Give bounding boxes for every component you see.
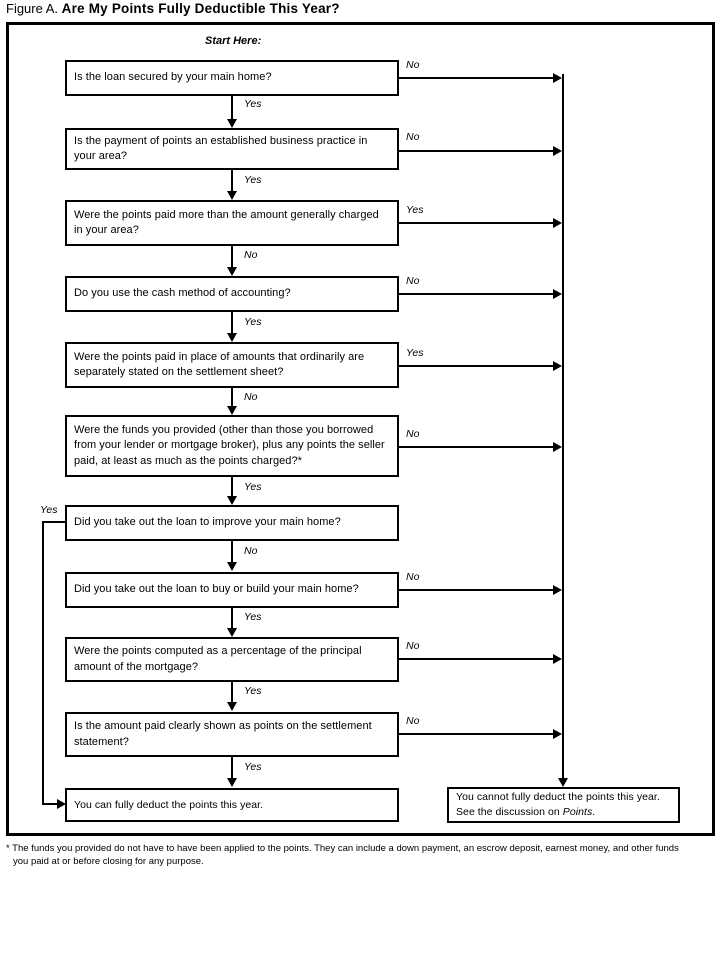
node-funds-provided-text: Were the funds you provided (other than … <box>74 423 385 467</box>
edge-q9-no-line <box>399 658 559 660</box>
edge-q1-q2-arrowhead <box>227 119 237 128</box>
edge-label-q4-yes: Yes <box>244 316 262 328</box>
edge-label-q9-yes: Yes <box>244 685 262 697</box>
edge-q3-yes-line <box>399 222 559 224</box>
edge-label-q2-yes: Yes <box>244 174 262 186</box>
node-loan-secured[interactable]: Is the loan secured by your main home? <box>65 60 399 96</box>
edge-q10-outcome-line <box>231 757 233 778</box>
edge-q5-q6-line <box>231 388 233 406</box>
edge-q9-q10-arrowhead <box>227 702 237 711</box>
edge-label-q8-no: No <box>406 571 420 583</box>
node-in-place-of-amounts-text: Were the points paid in place of amounts… <box>74 350 365 379</box>
edge-q7-yes-line-down <box>42 521 44 805</box>
edge-q2-q3-line <box>231 170 233 191</box>
node-points-percentage[interactable]: Were the points computed as a percentage… <box>65 637 399 682</box>
node-outcome-not-deductible-lead: You cannot fully deduct the points this … <box>456 791 660 818</box>
edge-label-q9-no: No <box>406 640 420 652</box>
node-loan-secured-text: Is the loan secured by your main home? <box>74 71 272 84</box>
node-loan-to-improve[interactable]: Did you take out the loan to improve you… <box>65 505 399 541</box>
edge-q3-q4-line <box>231 246 233 267</box>
edge-q8-no-arrowhead <box>553 585 562 595</box>
footnote-line-2: you paid at or before closing for any pu… <box>13 855 204 867</box>
edge-label-q2-no: No <box>406 131 420 143</box>
edge-q7-yes-arrowhead <box>57 799 66 809</box>
node-funds-provided[interactable]: Were the funds you provided (other than … <box>65 415 399 477</box>
node-loan-to-buy-or-build[interactable]: Did you take out the loan to buy or buil… <box>65 572 399 608</box>
edge-q10-outcome-arrowhead <box>227 778 237 787</box>
figure-number: Figure A. <box>6 1 59 16</box>
edge-label-q10-yes: Yes <box>244 761 262 773</box>
edge-q10-no-line <box>399 733 559 735</box>
node-outcome-deductible-text: You can fully deduct the points this yea… <box>74 798 264 811</box>
edge-label-q3-no: No <box>244 249 258 261</box>
edge-q5-yes-line <box>399 365 559 367</box>
edge-q7-q8-arrowhead <box>227 562 237 571</box>
node-outcome-not-deductible[interactable]: You cannot fully deduct the points this … <box>447 787 680 823</box>
edge-q1-q2-line <box>231 96 233 119</box>
edge-label-q5-no: No <box>244 391 258 403</box>
node-outcome-not-deductible-term: Points <box>562 806 593 818</box>
edge-label-q8-yes: Yes <box>244 611 262 623</box>
node-outcome-deductible[interactable]: You can fully deduct the points this yea… <box>65 788 399 822</box>
right-bus-line <box>562 74 564 779</box>
footnote: * The funds you provided do not have to … <box>6 843 716 868</box>
edge-label-q1-no: No <box>406 59 420 71</box>
edge-q7-yes-line-out <box>42 521 67 523</box>
edge-q1-no-line <box>399 77 559 79</box>
edge-q8-q9-line <box>231 608 233 628</box>
edge-q3-q4-arrowhead <box>227 267 237 276</box>
node-outcome-not-deductible-tail: . <box>592 806 596 818</box>
edge-label-q1-yes: Yes <box>244 98 262 110</box>
figure-title: Figure A. Are My Points Fully Deductible… <box>6 1 340 16</box>
node-amount-shown-as-points[interactable]: Is the amount paid clearly shown as poin… <box>65 712 399 757</box>
edge-q9-q10-line <box>231 682 233 702</box>
edge-q2-q3-arrowhead <box>227 191 237 200</box>
edge-q6-no-line <box>399 446 559 448</box>
edge-q4-q5-arrowhead <box>227 333 237 342</box>
edge-q7-q8-line <box>231 541 233 562</box>
edge-q5-yes-arrowhead <box>553 361 562 371</box>
edge-q10-no-arrowhead <box>553 729 562 739</box>
edge-label-q6-yes: Yes <box>244 481 262 493</box>
edge-label-q6-no: No <box>406 428 420 440</box>
node-loan-to-improve-text: Did you take out the loan to improve you… <box>74 516 341 529</box>
node-amount-shown-as-points-text: Is the amount paid clearly shown as poin… <box>74 720 372 748</box>
node-in-place-of-amounts[interactable]: Were the points paid in place of amounts… <box>65 342 399 388</box>
edge-label-q4-no: No <box>406 275 420 287</box>
node-outcome-not-deductible-text: You cannot fully deduct the points this … <box>456 790 671 820</box>
edge-q6-q7-arrowhead <box>227 496 237 505</box>
node-established-practice-text: Is the payment of points an established … <box>74 134 368 163</box>
footnote-line-1: * The funds you provided do not have to … <box>6 843 679 854</box>
node-points-percentage-text: Were the points computed as a percentage… <box>74 645 362 673</box>
edge-q1-no-arrowhead <box>553 73 562 83</box>
edge-q3-yes-arrowhead <box>553 218 562 228</box>
edge-q7-yes-line-in <box>42 803 62 805</box>
edge-label-q10-no: No <box>406 715 420 727</box>
edge-q2-no-arrowhead <box>553 146 562 156</box>
edge-q4-no-arrowhead <box>553 289 562 299</box>
node-points-more-than-charged-text: Were the points paid more than the amoun… <box>74 208 379 237</box>
edge-q2-no-line <box>399 150 559 152</box>
edge-q5-q6-arrowhead <box>227 406 237 415</box>
figure-heading: Are My Points Fully Deductible This Year… <box>61 1 340 16</box>
edge-label-q5-yes: Yes <box>406 347 424 359</box>
edge-q4-no-line <box>399 293 559 295</box>
edge-label-q7-no: No <box>244 545 258 557</box>
edge-q8-q9-arrowhead <box>227 628 237 637</box>
node-points-more-than-charged[interactable]: Were the points paid more than the amoun… <box>65 200 399 246</box>
edge-q4-q5-line <box>231 312 233 333</box>
node-cash-method-text: Do you use the cash method of accounting… <box>74 287 291 300</box>
node-cash-method[interactable]: Do you use the cash method of accounting… <box>65 276 399 312</box>
node-established-practice[interactable]: Is the payment of points an established … <box>65 128 399 170</box>
edge-label-q7-yes: Yes <box>40 504 58 516</box>
node-loan-to-buy-or-build-text: Did you take out the loan to buy or buil… <box>74 583 359 596</box>
start-here-label: Start Here: <box>205 35 262 47</box>
edge-q8-no-line <box>399 589 559 591</box>
edge-q9-no-arrowhead <box>553 654 562 664</box>
edge-label-q3-yes: Yes <box>406 204 424 216</box>
bus-to-outcome-arrowhead <box>558 778 568 787</box>
edge-q6-no-arrowhead <box>553 442 562 452</box>
edge-q6-q7-line <box>231 477 233 496</box>
